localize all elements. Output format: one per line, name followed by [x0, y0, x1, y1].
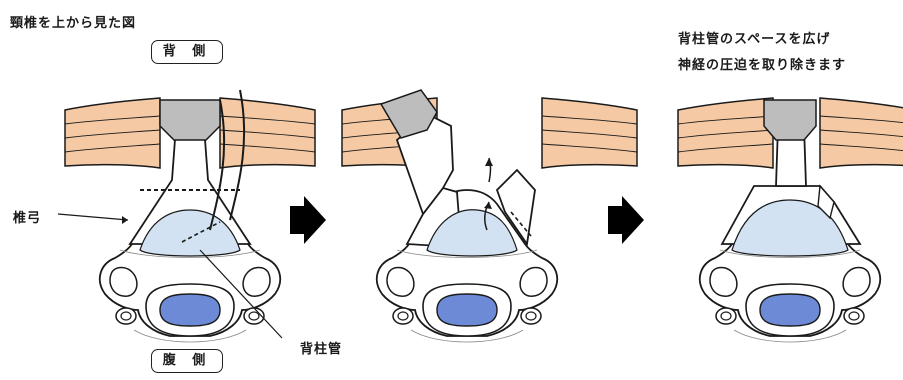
panel-during: [342, 90, 637, 342]
panel-after: [678, 98, 903, 342]
arrow-right-icon: [608, 196, 644, 244]
panel-before: [58, 90, 315, 342]
arrow-right-icon: [290, 196, 326, 244]
